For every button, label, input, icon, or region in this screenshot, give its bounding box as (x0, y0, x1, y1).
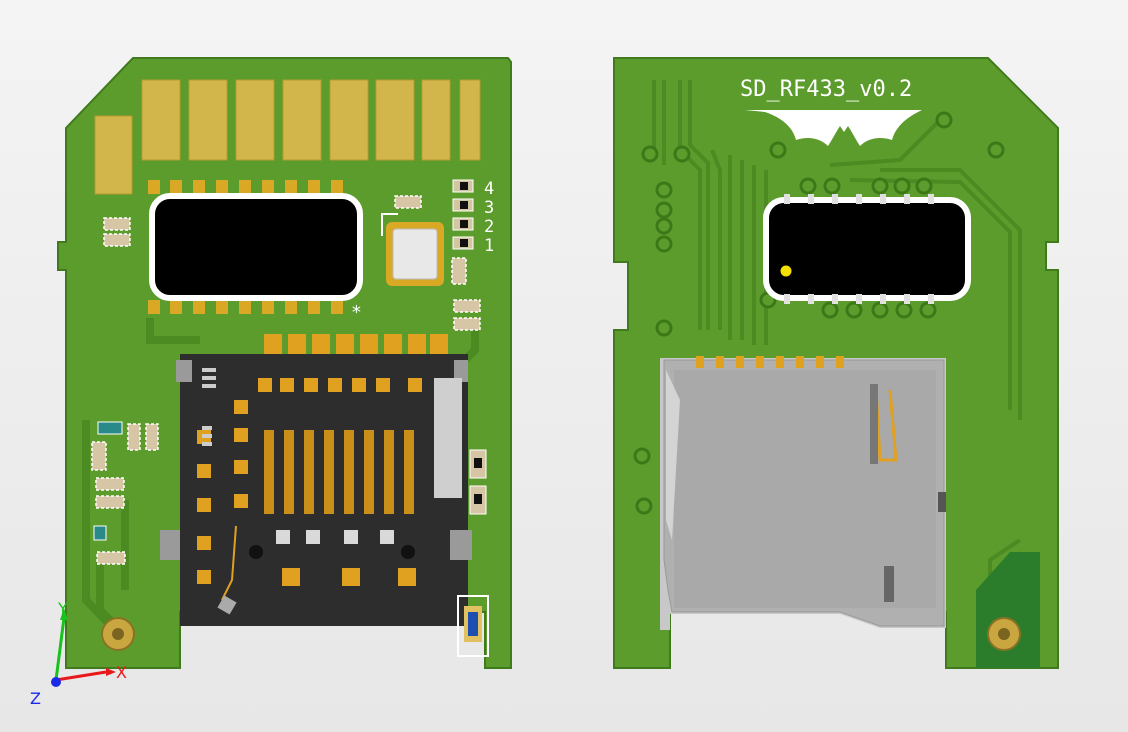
main-ic-bottom (763, 197, 971, 301)
rf-module (392, 228, 438, 280)
pin-label-3: 3 (484, 198, 494, 218)
ic-bottom-legs (784, 194, 934, 304)
board-top-side: * 4 3 2 1 (57, 57, 512, 669)
side-components (457, 449, 489, 657)
y-axis-label: Y (57, 599, 68, 618)
board-name: SD_RF433_v0.2 (740, 77, 912, 102)
axis-triad: X Y Z (30, 599, 127, 708)
bat-logo (745, 110, 922, 146)
led-array (452, 179, 474, 250)
pin1-marker (780, 265, 792, 277)
sd-contact-fingers (94, 79, 481, 195)
rf-module-silk (381, 213, 398, 236)
main-ic-top (149, 193, 363, 301)
pin-label-2: 2 (484, 217, 494, 237)
pin-label-1: 1 (484, 236, 494, 256)
z-axis-label: Z (30, 689, 41, 708)
microsd-socket-top (160, 354, 472, 626)
passive-components (91, 195, 481, 565)
x-axis-label: X (116, 663, 127, 682)
chip-pads-top (148, 180, 343, 314)
pin-labels: 4 3 2 1 (484, 179, 494, 256)
asterisk-marker: * (351, 302, 362, 323)
microsd-socket-bottom (660, 356, 946, 630)
vias (633, 111, 1005, 515)
pin-label-4: 4 (484, 179, 494, 199)
teal-components (93, 421, 123, 541)
board-bottom-side: SD_RF433_v0.2 (613, 57, 1059, 669)
